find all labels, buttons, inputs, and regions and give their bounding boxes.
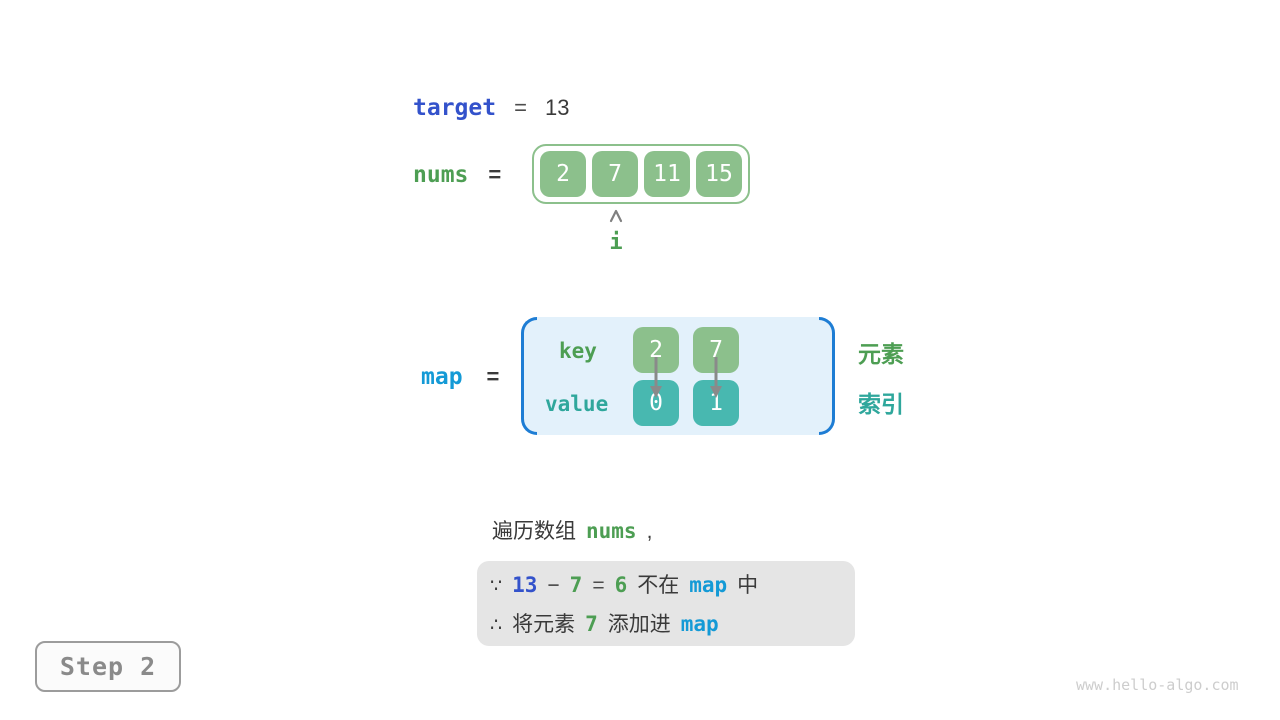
up-caret-icon bbox=[608, 209, 624, 228]
target-assignment: target = 13 bbox=[413, 95, 569, 121]
pointer-label: i bbox=[609, 230, 623, 255]
map-ref: map bbox=[680, 611, 719, 636]
map-value-cell: 1 bbox=[693, 380, 739, 426]
prefix-text: 将元素 bbox=[512, 612, 576, 636]
map-ref: map bbox=[689, 573, 728, 598]
map-bracket-right-icon bbox=[819, 317, 835, 435]
action-text: 添加进 bbox=[607, 612, 671, 636]
equals-sign: = bbox=[488, 162, 502, 187]
index-pointer: i bbox=[608, 209, 624, 256]
in-suffix-text: 中 bbox=[737, 574, 759, 598]
down-arrow-icon bbox=[709, 357, 723, 404]
map-container: key value 2 7 0 1 bbox=[521, 317, 835, 435]
map-assignment: map = bbox=[421, 364, 499, 390]
note-line-2: ∴ 将元素 7 添加进 map bbox=[490, 608, 841, 642]
equals-sign: = bbox=[592, 574, 605, 598]
step-badge-label: Step 2 bbox=[59, 652, 157, 681]
target-keyword: target bbox=[413, 95, 497, 121]
caption-comma: , bbox=[646, 520, 653, 543]
array-cell: 2 bbox=[540, 151, 586, 197]
equals-sign: = bbox=[486, 364, 500, 389]
map-value-cell: 0 bbox=[633, 380, 679, 426]
caption-text: 遍历数组 bbox=[492, 520, 576, 543]
step-badge: Step 2 bbox=[35, 641, 181, 692]
current-element-ref: 7 bbox=[569, 573, 583, 598]
target-value-ref: 13 bbox=[512, 573, 538, 598]
equals-sign: = bbox=[514, 95, 527, 120]
caption-nums-ref: nums bbox=[586, 519, 637, 543]
array-cell: 7 bbox=[592, 151, 638, 197]
index-side-label: 索引 bbox=[858, 391, 904, 417]
map-key-label: key bbox=[559, 339, 597, 363]
watermark: www.hello-algo.com bbox=[1076, 676, 1239, 694]
map-bracket-left-icon bbox=[521, 317, 537, 435]
difference-value: 6 bbox=[614, 573, 628, 598]
nums-keyword: nums bbox=[413, 162, 469, 188]
element-value-ref: 7 bbox=[585, 611, 598, 636]
array-cell: 11 bbox=[644, 151, 690, 197]
nums-assignment: nums = bbox=[413, 162, 501, 188]
note-box: ∵ 13 − 7 = 6 不在 map 中 ∴ 将元素 7 添加进 map bbox=[477, 561, 855, 646]
minus-sign: − bbox=[547, 574, 560, 598]
because-symbol: ∵ bbox=[490, 576, 503, 598]
map-value-label: value bbox=[545, 392, 609, 416]
down-arrow-icon bbox=[649, 357, 663, 404]
target-value: 13 bbox=[544, 95, 570, 120]
nums-array: 2 7 11 15 bbox=[532, 144, 750, 204]
array-cell: 15 bbox=[696, 151, 742, 197]
element-side-label: 元素 bbox=[858, 341, 904, 367]
caption-line: 遍历数组 nums , bbox=[492, 515, 652, 545]
therefore-symbol: ∴ bbox=[490, 614, 503, 636]
map-keyword: map bbox=[421, 364, 463, 390]
not-in-text: 不在 bbox=[637, 574, 680, 598]
note-line-1: ∵ 13 − 7 = 6 不在 map 中 bbox=[490, 569, 841, 603]
